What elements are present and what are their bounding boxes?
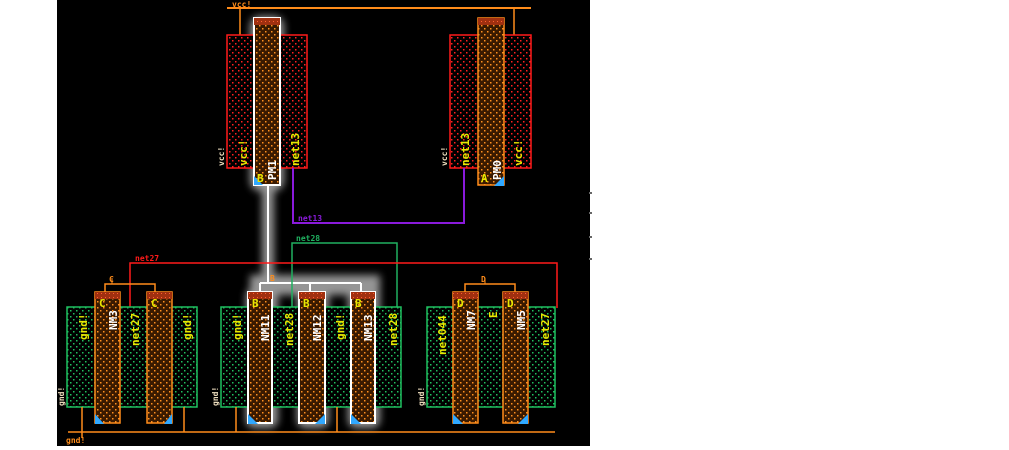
net28-label: net28 [296,234,320,243]
pm0-gate-label: A [481,172,488,185]
gate-d-label: D [481,275,486,284]
nm13-gate-label: B [355,297,362,310]
nm7-gate-label: D [457,297,464,310]
gate-c-label: C [109,275,114,284]
nm3-gate-label: C [99,297,106,310]
gate-b-wire[interactable]: B [259,185,362,292]
transistor-group-nm11-13[interactable]: gnd! B NM11 net28 B NM12 gnd! B NM13 net… [211,291,402,424]
nm13-drain-label: net28 [387,313,400,346]
nm3-bulk-label: gnd! [57,387,66,406]
pm0-bulk-label: vcc! [440,147,449,166]
net27-label: net27 [135,254,159,263]
nm5-gate-label: D [507,297,514,310]
gnd-bus[interactable]: gnd! [66,407,555,445]
vcc-bus-label: vcc! [232,0,251,9]
pm1-gate-label: B [257,172,264,185]
nm3-gate2-label: C [151,297,158,310]
layout-canvas[interactable]: vcc! vcc! PM1 net13 B vcc! net13 PM0 vcc… [57,0,590,446]
net13-wire[interactable]: net13 [292,168,465,224]
transistor-nm3[interactable]: gnd! C NM3 net27 C gnd! gnd! [57,291,198,424]
pm0-drain-label: net13 [459,133,472,166]
nm11-drain-label: net28 [283,313,296,346]
gate-b-label: B [270,274,275,283]
gnd-bus-label: gnd! [66,436,85,445]
nm12-name: NM12 [311,315,324,342]
ruler-tick [589,192,592,194]
nm11-source-label: gnd! [231,314,244,341]
ruler-tick [589,258,592,260]
pm1-drain-label: net13 [289,133,302,166]
nm11-name: NM11 [259,314,272,341]
nm7-drain-label: E [487,311,500,318]
vcc-bus[interactable]: vcc! [227,0,531,35]
nm3-name: NM3 [107,310,120,330]
nm11-bulk-label: gnd! [211,387,220,406]
pm1-source-label: vcc! [237,140,250,167]
nm11-gate-label: B [252,297,259,310]
pm1-bulk-label: vcc! [217,147,226,166]
nm12-source-label: gnd! [334,314,347,341]
nm3-drain-label: net27 [129,313,142,346]
gate-d-wire[interactable]: D [464,275,516,292]
net28-wire[interactable]: net28 [291,234,398,308]
net27-wire[interactable]: net27 [129,254,558,308]
nm5-name: NM5 [515,310,528,330]
transistor-group-nm7-nm5[interactable]: net044 D NM7 E D NM5 net27 gnd! [417,291,556,424]
nm7-source-label: net044 [436,315,449,355]
nm3-source-label: gnd! [77,314,90,341]
nm7-bulk-label: gnd! [417,387,426,406]
transistor-pm0[interactable]: net13 PM0 vcc! A vcc! [440,17,532,186]
pm0-source-label: vcc! [512,140,525,167]
nm3-source2-label: gnd! [181,314,194,341]
transistor-pm1[interactable]: vcc! PM1 net13 B vcc! [217,17,308,186]
net13-label: net13 [298,214,322,223]
ruler-tick [589,212,592,214]
ruler-tick [589,236,592,238]
nm13-name: NM13 [362,315,375,342]
nm5-drain-label: net27 [539,313,552,346]
gate-c-wire[interactable]: C [104,275,156,292]
nm12-gate-label: B [303,297,310,310]
pm0-name: PM0 [491,160,504,180]
nm7-name: NM7 [465,310,478,330]
pm1-name: PM1 [266,160,279,180]
